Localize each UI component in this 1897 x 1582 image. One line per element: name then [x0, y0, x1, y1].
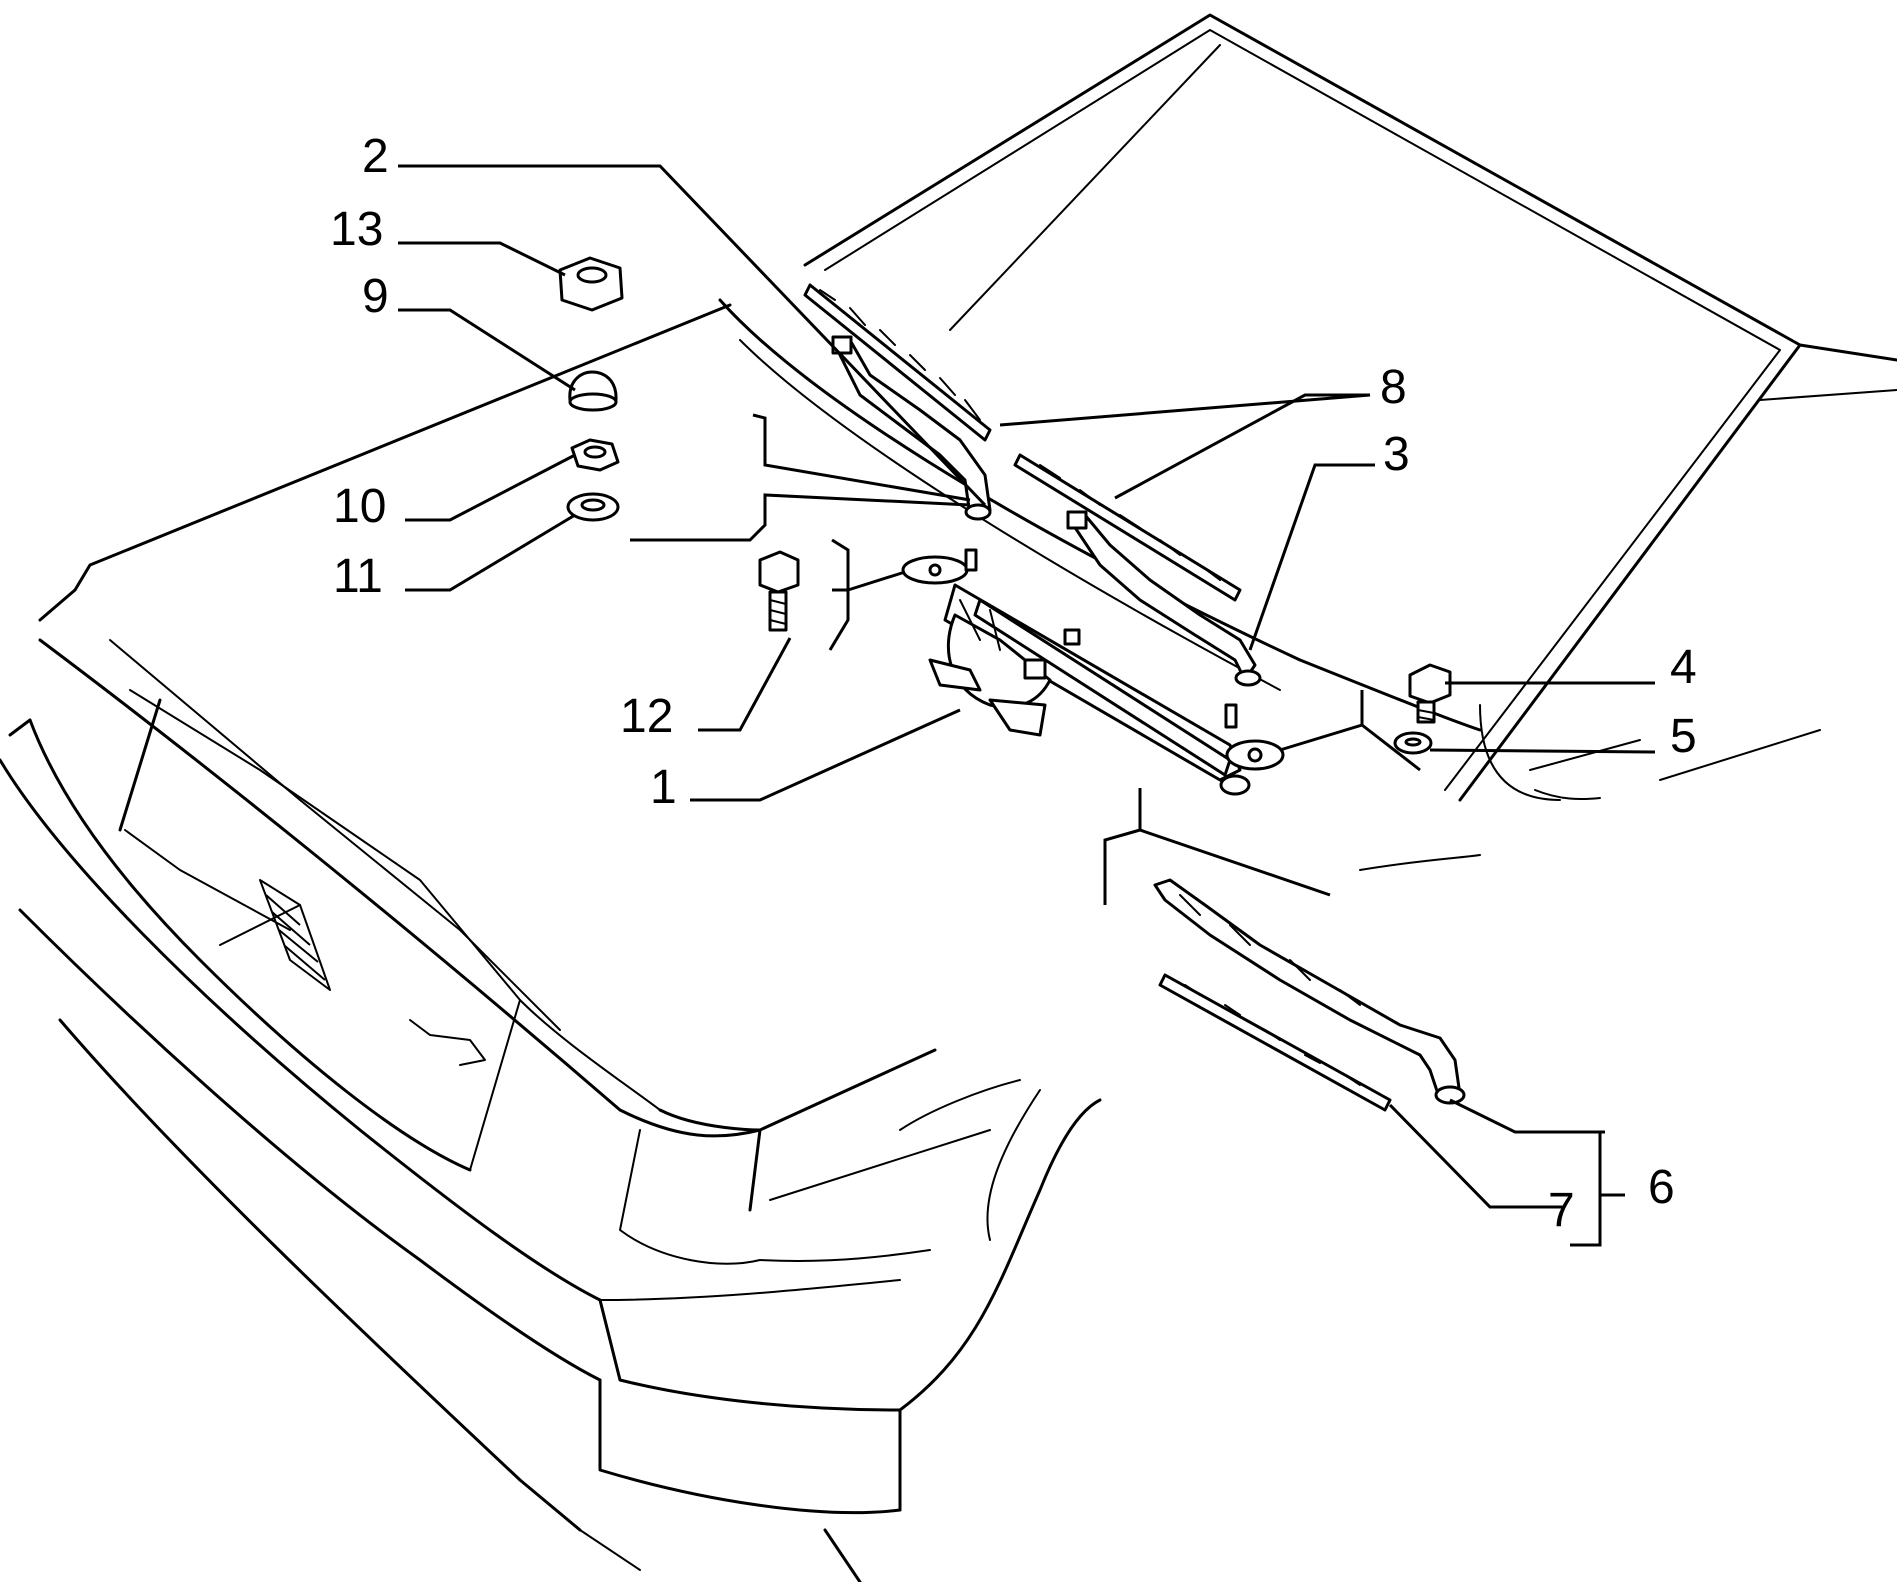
callout-12: 12 [620, 690, 673, 743]
callout-1: 1 [650, 761, 677, 814]
bolt-4 [1408, 663, 1452, 724]
callout-13: 13 [330, 203, 383, 256]
nut-13 [558, 256, 624, 312]
washer-11 [566, 492, 620, 522]
callout-4: 4 [1670, 641, 1697, 694]
nut-10 [570, 438, 620, 472]
leader-lines [398, 164, 1656, 1247]
washer-5 [1393, 731, 1433, 755]
callout-8: 8 [1380, 361, 1407, 414]
callout-10: 10 [333, 480, 386, 533]
left-wiper-blade [803, 283, 992, 442]
car-body-outline [0, 13, 1897, 1582]
bolt-12 [758, 550, 800, 632]
callout-3: 3 [1383, 428, 1410, 481]
callout-9: 9 [362, 270, 389, 323]
cap-9 [568, 370, 618, 412]
wiper-linkage-motor [901, 548, 1285, 796]
callout-6: 6 [1648, 1161, 1675, 1214]
exploded-wiper-blade-7 [1158, 973, 1392, 1112]
callout-5: 5 [1670, 710, 1697, 763]
grille-badge [219, 879, 331, 991]
callout-labels: 2 13 9 10 11 12 1 8 3 4 5 6 7 [330, 130, 1697, 1237]
callout-7: 7 [1548, 1184, 1575, 1237]
right-wiper-arm [1066, 510, 1262, 687]
callout-11: 11 [333, 550, 383, 603]
callout-2: 2 [362, 130, 389, 183]
exploded-wiper-arm-6 [1153, 878, 1466, 1105]
assembly-brackets [630, 413, 1421, 905]
right-wiper-blade [1013, 453, 1242, 602]
